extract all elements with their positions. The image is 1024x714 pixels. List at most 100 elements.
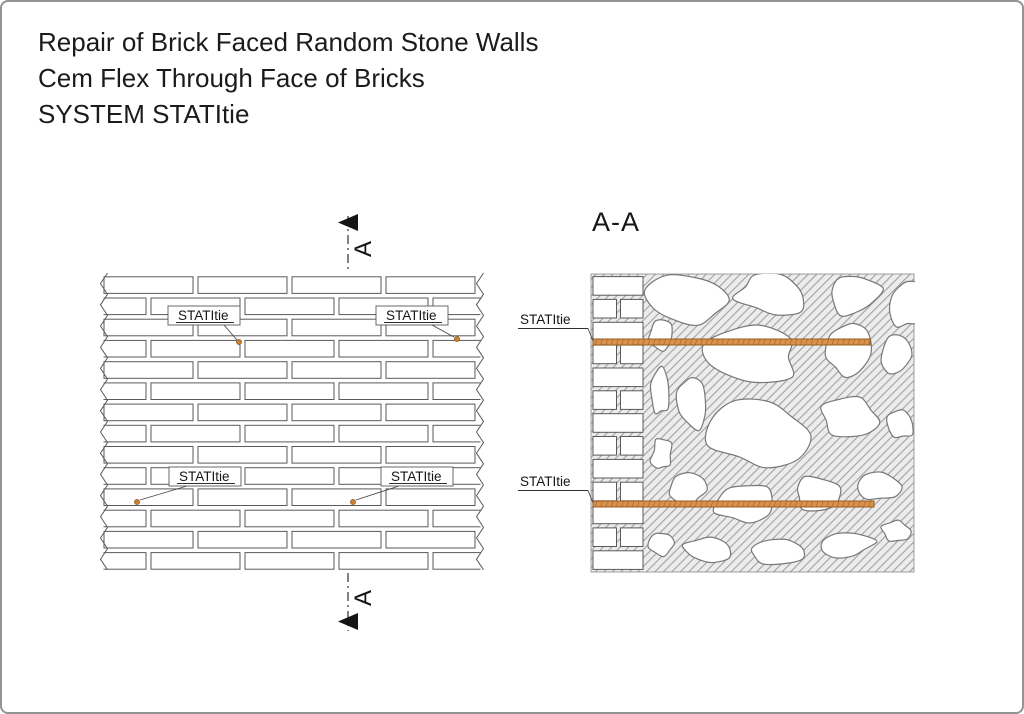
section-brick [592,367,644,388]
brick [197,488,288,506]
statitie-callout-top-left: STATItie [167,305,242,345]
label-box [167,305,241,326]
statitie-label: STATItie [179,469,230,484]
section-brick [592,504,644,525]
section-brick [620,344,644,365]
section-brick [592,390,617,410]
brick [291,361,382,379]
section-brick [592,321,644,342]
section-brick [592,550,644,570]
brick [103,509,147,528]
brick [385,403,476,422]
brick [103,552,147,570]
stone [857,471,903,501]
stone [681,536,732,564]
brick [385,446,476,464]
stone [649,437,673,469]
stone [704,398,812,469]
brick [338,424,429,443]
section-brick [620,481,644,502]
brick [432,424,481,443]
tie-point-dot [134,499,140,505]
title-line-3: SYSTEM STATItie [38,99,250,129]
brick [103,276,194,294]
brick [291,530,382,549]
brick [150,339,241,358]
statitie-label: STATItie [178,308,229,323]
label-box [168,466,242,487]
section-view-title: A-A [592,207,640,237]
label-box [380,466,454,487]
brick [385,276,476,294]
stone [831,275,884,317]
section-a-a-view: A-A STATItie STATItie [518,207,915,573]
stone [675,376,707,432]
brick [244,339,335,358]
brick [432,339,481,358]
brick [103,297,147,316]
section-brick [620,390,644,410]
stone [820,395,881,438]
title-line-2: Cem Flex Through Face of Bricks [38,63,425,93]
brick [103,339,147,358]
title-block: Repair of Brick Faced Random Stone Walls… [38,24,538,132]
leader-line [587,490,594,504]
stone [886,409,914,439]
brick [103,530,194,549]
leader-line [355,485,400,501]
statitie-label: STATItie [386,308,437,323]
elevation-view: STATItie STATItie STATItie [99,272,485,571]
statitie-callout-bottom-right: STATItie [350,466,454,505]
brick [385,530,476,549]
tie-point-dot [350,499,356,505]
statitie-label: STATItie [520,312,571,327]
brick [291,318,382,337]
brick [197,403,288,422]
brick [338,382,429,400]
brick [103,467,147,485]
section-arrow-icon [338,613,358,630]
stone [880,519,912,542]
brick [150,424,241,443]
statitie-callout-bottom-left: STATItie [134,466,242,505]
section-brick [620,298,644,319]
brick [291,446,382,464]
brick [244,467,335,485]
title-line-1: Repair of Brick Faced Random Stone Walls [38,27,539,57]
brick [197,446,288,464]
leader-line [431,324,455,338]
brick [244,382,335,400]
brick [197,530,288,549]
leader-line [139,485,188,501]
statitie-callout-section-top: STATItie [518,312,594,342]
brick [385,361,476,379]
section-brick [620,436,644,456]
section-brick [592,436,617,456]
brick [291,276,382,294]
section-brick [592,344,617,365]
brick [338,552,429,570]
brick [291,488,382,506]
stone [820,532,878,559]
brick [103,403,194,422]
section-cut-marker-bottom: A [338,573,377,631]
statitie-tie-bottom [592,500,875,508]
section-brick [592,481,617,502]
brick [150,552,241,570]
brick [338,339,429,358]
section-arrow-icon [338,214,358,231]
section-brick [620,527,644,548]
stone [750,538,806,566]
section-brick [592,276,644,296]
tie-point-dot [454,336,460,342]
section-brick-column [592,276,644,570]
brick [244,297,335,316]
broken-edge-right [475,272,485,571]
brick [197,361,288,379]
stone [643,274,730,327]
section-brick [592,413,644,433]
stone [649,365,670,415]
label-box [375,305,449,326]
